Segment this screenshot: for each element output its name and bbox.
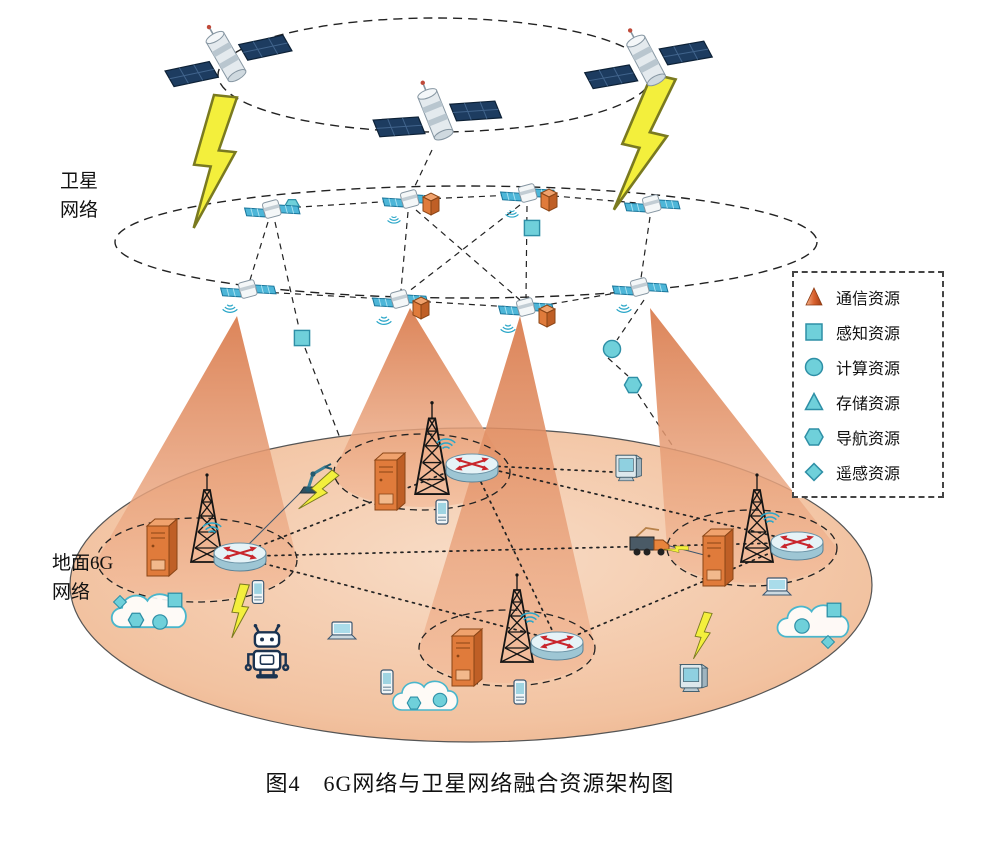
legend-item-storage: 存储资源: [804, 390, 932, 414]
legend-item-remote-sensing: 遥感资源: [804, 460, 932, 484]
mobile-phone: [251, 580, 265, 604]
signal-waves-icon: [616, 301, 632, 318]
computing-resource-icon: [602, 339, 622, 359]
sensing-resource-icon: [293, 329, 311, 347]
edge-server: [374, 452, 406, 511]
desktop-monitor: [615, 454, 642, 482]
navigation-resource-icon: [804, 428, 824, 446]
device-links: [246, 489, 709, 557]
sensing-resource-icon: [523, 219, 541, 237]
computing-resource-icon: [804, 357, 824, 377]
legend-item-label: 存储资源: [836, 396, 901, 413]
legend-item-communication: 通信资源: [804, 285, 932, 309]
legend-item-label: 通信资源: [836, 291, 901, 308]
satellite-compute-cube: [412, 296, 430, 320]
router: [770, 531, 824, 561]
computing-resource-icon: [794, 618, 810, 634]
laptop: [762, 577, 792, 596]
navigation-resource-icon: [127, 612, 145, 628]
satellite-compute-cube: [540, 188, 558, 212]
navigation-resource-icon: [623, 376, 643, 394]
legend-item-label: 感知资源: [836, 326, 901, 343]
legend-item-computing: 计算资源: [804, 355, 932, 379]
beam-cone: [97, 316, 297, 600]
satellite-compute-cube: [422, 192, 440, 216]
router: [445, 453, 499, 483]
mobile-phone: [380, 669, 394, 695]
router: [213, 542, 267, 572]
beam-cone: [419, 316, 595, 683]
signal-waves-icon: [222, 301, 238, 318]
remote-sensing-resource-icon: [804, 462, 824, 482]
geo-satellite: [365, 57, 503, 164]
leo-satellite: [220, 274, 277, 308]
edge-server: [451, 628, 483, 687]
signal-waves-icon: [387, 213, 401, 228]
desktop-monitor: [679, 663, 708, 693]
edge-server: [702, 528, 734, 587]
edge-server: [146, 518, 178, 577]
leo-satellite: [612, 272, 669, 306]
computing-resource-icon: [432, 692, 448, 708]
ground-network-label: 地面6G 网络: [52, 550, 113, 607]
signal-waves-icon: [376, 313, 392, 330]
legend-item-label: 遥感资源: [836, 466, 901, 483]
ground-network-label-line1: 地面6G: [52, 553, 114, 574]
legend: 通信资源 感知资源 计算资源 存储资源 导航资源 遥感资源: [792, 271, 944, 498]
mobile-phone: [513, 679, 527, 705]
geo-satellite: [155, 0, 293, 112]
figure-caption: 图4 6G网络与卫星网络融合资源架构图: [265, 771, 675, 796]
storage-resource-icon: [804, 392, 824, 411]
computing-resource-icon: [152, 614, 168, 630]
sensing-resource-icon: [805, 323, 823, 341]
ground-network-label-line2: 网络: [52, 581, 91, 603]
leo-orbit-ellipse: [114, 185, 818, 299]
mobile-phone: [435, 499, 449, 525]
sensing-resource-icon: [167, 592, 183, 608]
satellite-compute-cube: [538, 304, 556, 328]
legend-item-sensing: 感知资源: [804, 320, 932, 344]
satellite-network-label-line1: 卫星: [60, 171, 99, 192]
feeder-lightning-icon: [186, 92, 243, 233]
legend-item-navigation: 导航资源: [804, 425, 932, 449]
legend-item-label: 导航资源: [836, 431, 901, 448]
router: [530, 631, 584, 661]
signal-waves-icon: [500, 321, 516, 338]
laptop: [327, 621, 357, 640]
sensing-resource-icon: [826, 602, 842, 618]
communication-resource-icon: [805, 287, 823, 306]
satellite-network-label-line2: 网络: [60, 199, 99, 221]
legend-item-label: 计算资源: [836, 361, 901, 378]
navigation-resource-icon: [406, 696, 422, 710]
satellite-network-label: 卫星 网络: [60, 168, 98, 225]
